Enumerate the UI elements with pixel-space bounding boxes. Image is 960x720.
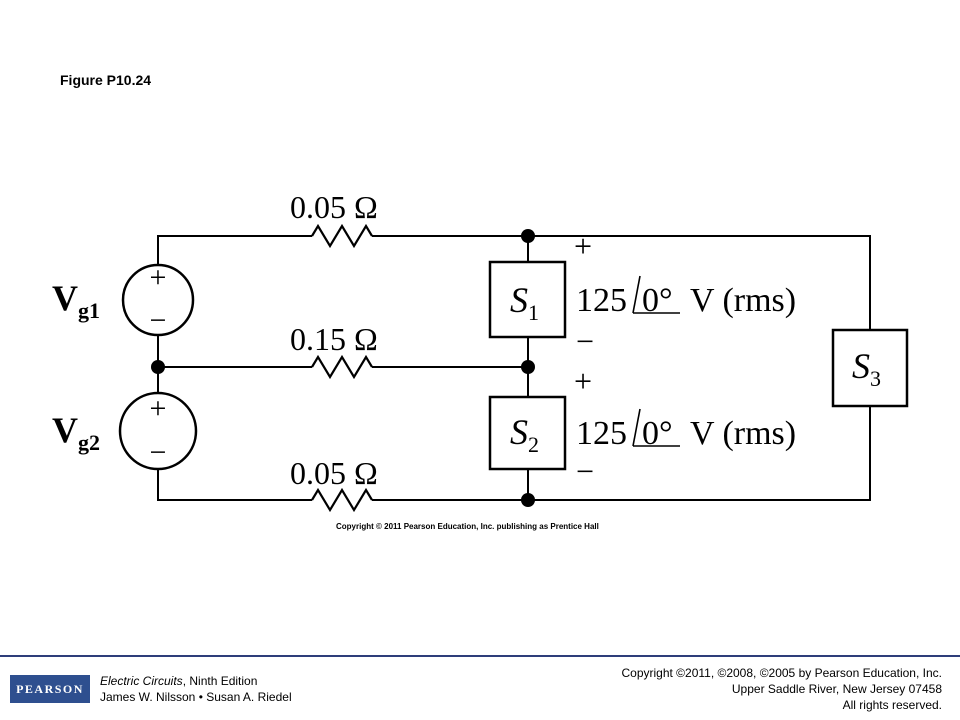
junctions [151, 229, 535, 507]
voltage-label-s1: 125 0° V (rms) [576, 275, 796, 319]
resistor-middle [311, 354, 373, 380]
load-s2-label: S2 [510, 412, 539, 457]
figure-copyright: Copyright © 2011 Pearson Education, Inc.… [336, 522, 599, 531]
resistor-top-label: 0.05 Ω [290, 189, 378, 225]
voltage-s1-angle: 0° [642, 282, 673, 319]
source-vg1-minus: − [150, 304, 167, 337]
source-vg2-plus: + [150, 392, 167, 425]
s1-plus: + [574, 228, 592, 264]
book-authors: James W. Nilsson • Susan A. Riedel [100, 690, 292, 704]
voltage-s2-magnitude: 125 [576, 415, 627, 452]
junction-top [521, 229, 535, 243]
s2-plus: + [574, 363, 592, 399]
junction-bottom [521, 493, 535, 507]
voltage-s2-unit: V (rms) [690, 415, 796, 452]
source-vg1-plus: + [150, 261, 167, 294]
voltage-s1-magnitude: 125 [576, 282, 627, 319]
copyright-line-2: Upper Saddle River, New Jersey 07458 [731, 682, 942, 696]
junction-right-middle [521, 360, 535, 374]
load-s1-label: S1 [510, 280, 539, 325]
resistor-top [311, 223, 373, 249]
source-vg2-minus: − [150, 436, 167, 469]
s1-minus: − [576, 323, 594, 359]
resistor-middle-label: 0.15 Ω [290, 321, 378, 357]
source-vg1: + − [121, 261, 195, 337]
load-s3: S3 [831, 328, 909, 408]
source-vg2: + − [118, 391, 198, 471]
figure-title: Figure P10.24 [60, 72, 152, 88]
voltage-s2-angle: 0° [642, 415, 673, 452]
source-vg1-label: Vg1 [52, 278, 100, 323]
book-info: Electric Circuits, Ninth Edition James W… [100, 673, 292, 705]
voltage-s1-unit: V (rms) [690, 282, 796, 319]
copyright-line-3: All rights reserved. [842, 698, 942, 712]
book-title: Electric Circuits [100, 674, 183, 688]
copyright-line-1: Copyright ©2011, ©2008, ©2005 by Pearson… [621, 666, 942, 680]
load-s3-label: S3 [852, 346, 881, 391]
footer-divider [0, 655, 960, 657]
load-s1: S1 [488, 260, 567, 339]
book-edition: , Ninth Edition [182, 674, 258, 688]
load-s2: S2 [488, 395, 567, 471]
publisher-copyright: Copyright ©2011, ©2008, ©2005 by Pearson… [621, 665, 942, 713]
circuit-diagram: 0.05 Ω 0.15 Ω 0.05 Ω + − + − Vg1 Vg2 S1 … [52, 189, 909, 513]
source-vg2-label: Vg2 [52, 410, 100, 455]
s2-minus: − [576, 453, 594, 489]
book-title-line: Electric Circuits, Ninth Edition [100, 673, 292, 689]
resistor-bottom [311, 487, 373, 513]
junction-left-middle [151, 360, 165, 374]
pearson-logo: PEARSON [10, 675, 90, 703]
voltage-label-s2: 125 0° V (rms) [576, 408, 796, 452]
resistor-bottom-label: 0.05 Ω [290, 455, 378, 491]
